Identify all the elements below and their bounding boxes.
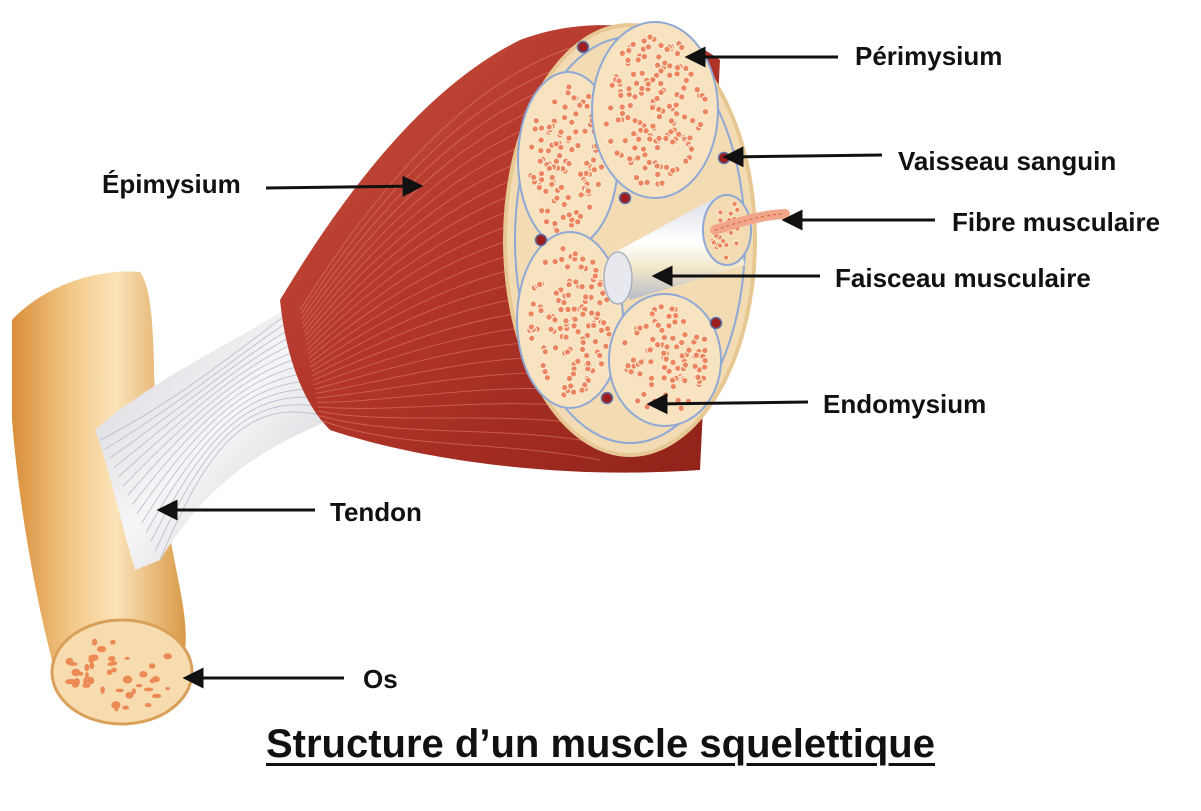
bone [12, 271, 194, 726]
label-epimysium: Épimysium [102, 169, 241, 199]
label-perimysium: Périmysium [855, 41, 1003, 71]
diagram-title: Structure d’un muscle squelettique [265, 722, 935, 766]
muscle-cross-section [503, 21, 790, 457]
bone-marrow-holes [65, 638, 172, 712]
label-arrows [156, 46, 935, 689]
arrow-endomysium [646, 393, 809, 415]
label-tendon: Tendon [330, 497, 422, 527]
fascicle-cylinder [603, 194, 752, 305]
label-os: Os [363, 664, 398, 694]
label-faisceau-musculaire: Faisceau musculaire [835, 263, 1091, 293]
arrow-vaisseau [722, 146, 883, 168]
label-fibre-musculaire: Fibre musculaire [952, 207, 1161, 237]
label-endomysium: Endomysium [823, 389, 987, 419]
label-vaisseau-sanguin: Vaisseau sanguin [898, 146, 1117, 176]
arrow-epimysium [265, 175, 424, 197]
